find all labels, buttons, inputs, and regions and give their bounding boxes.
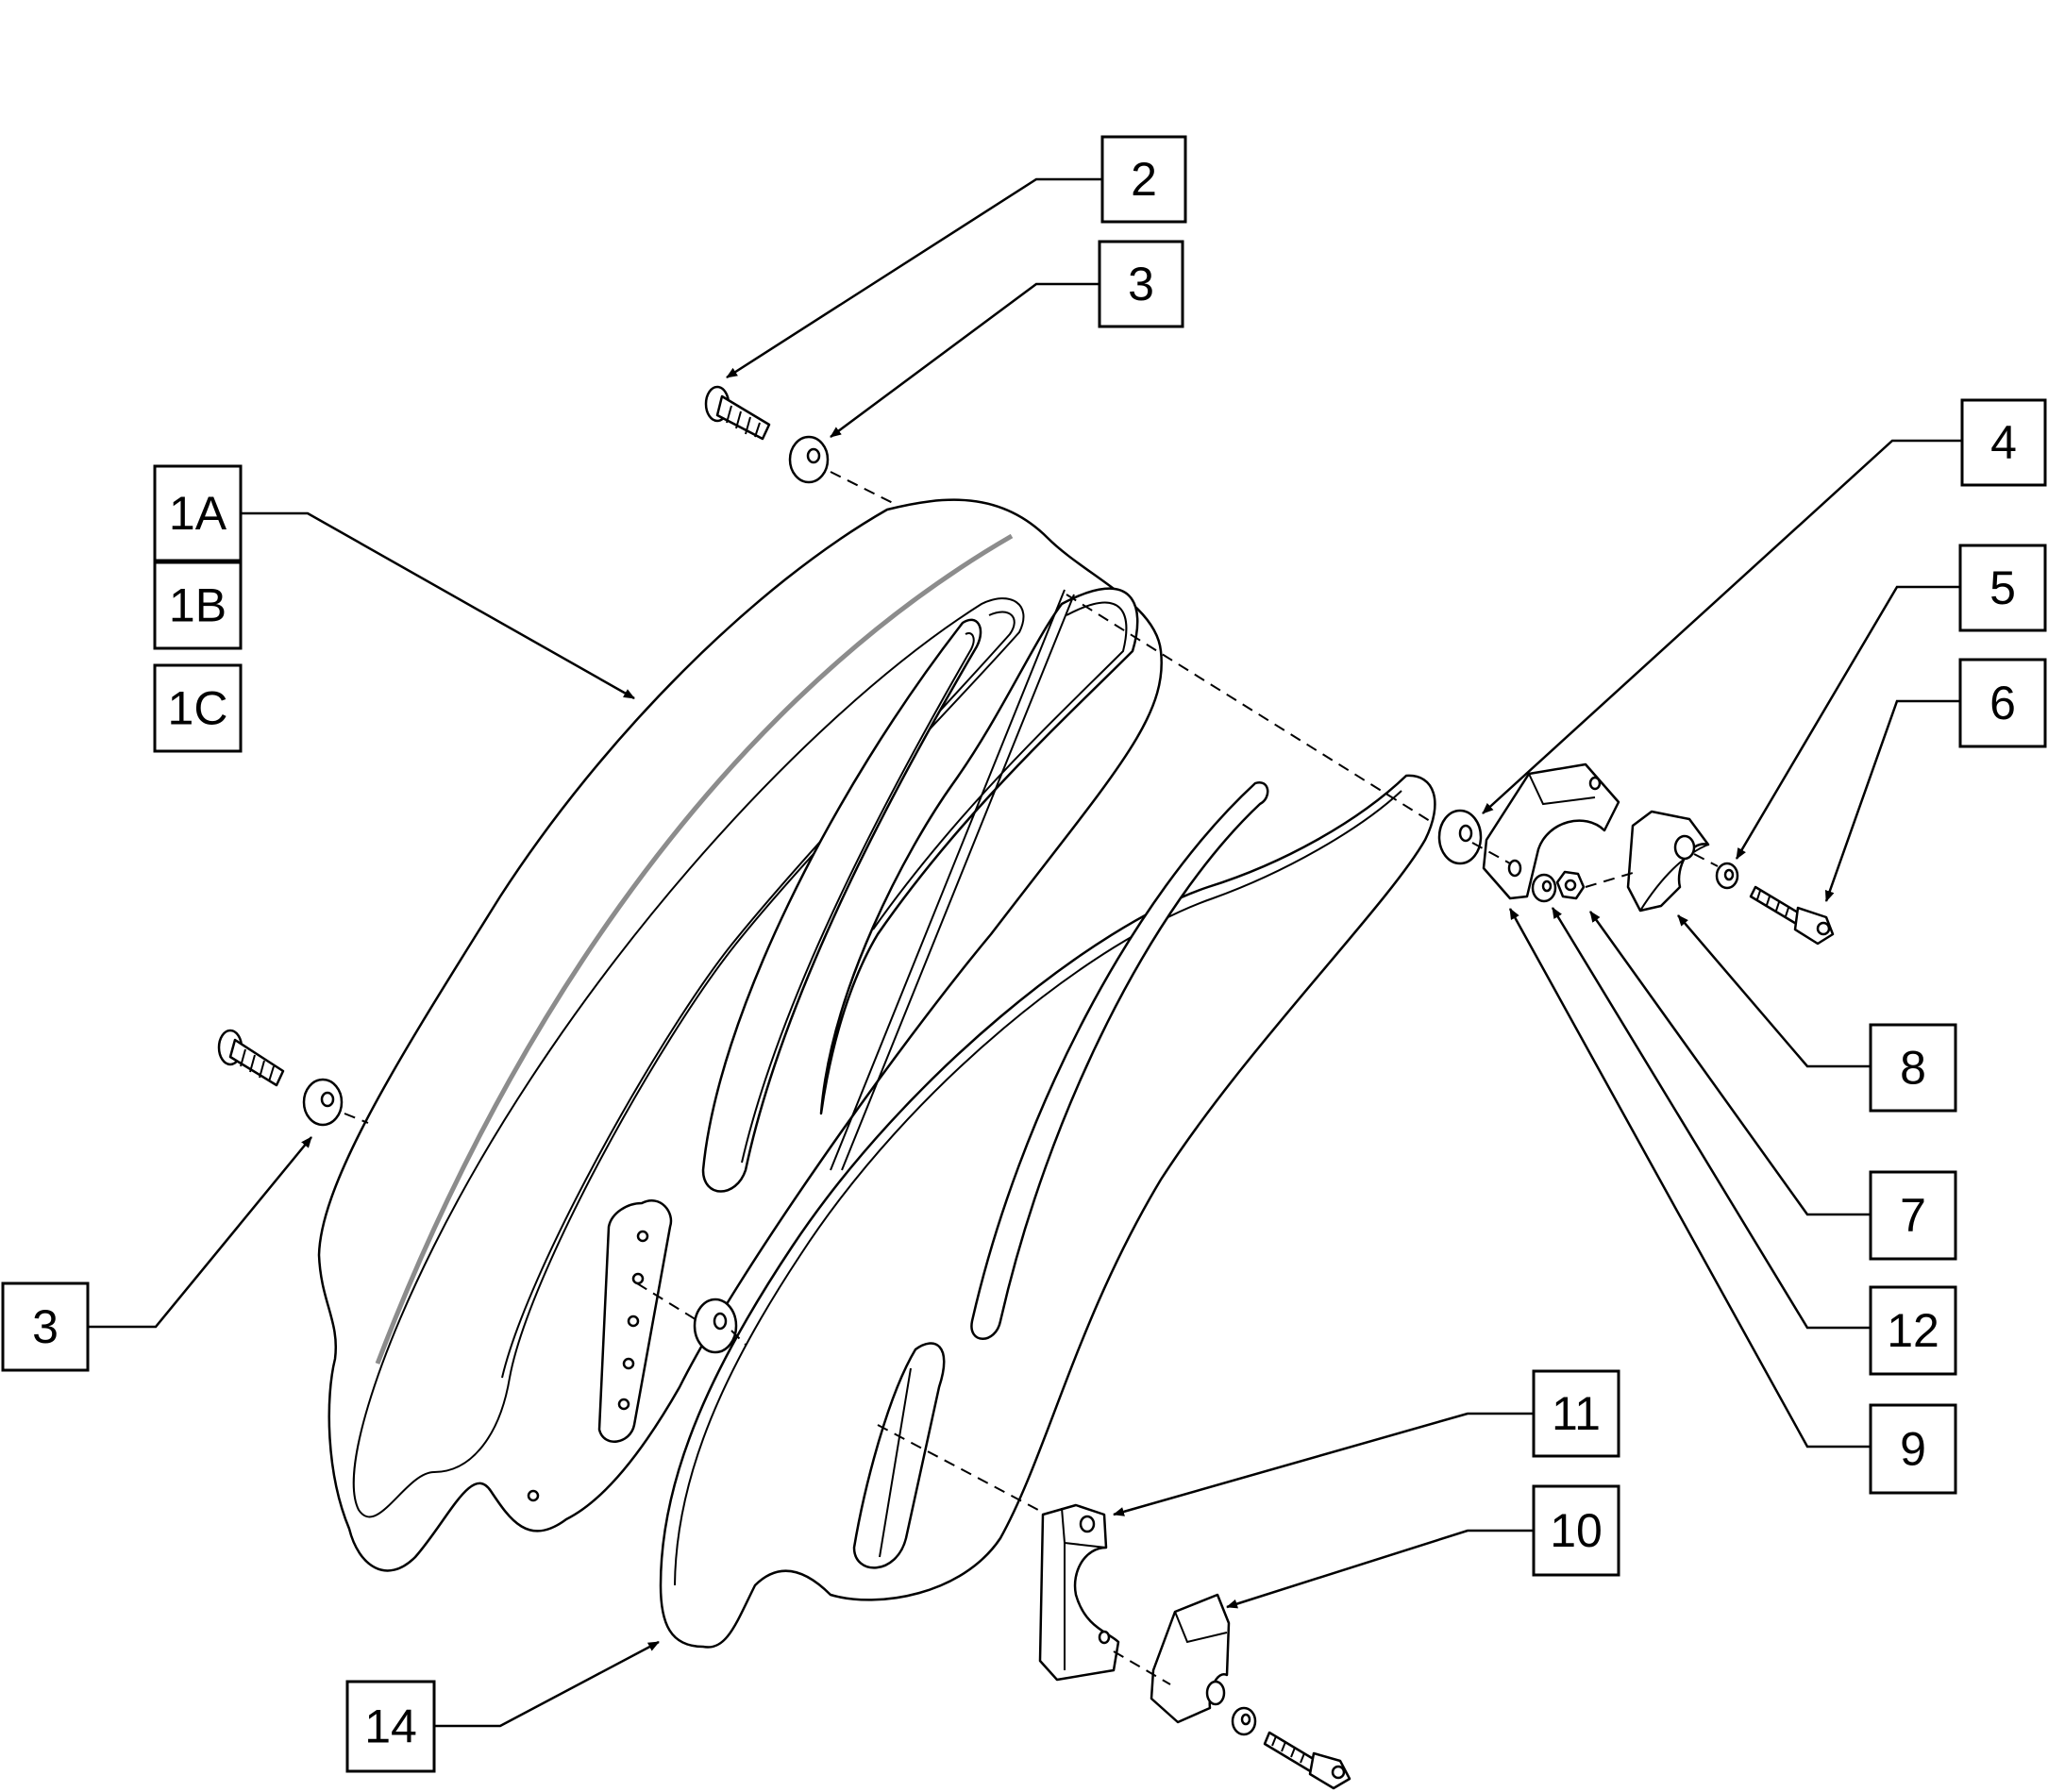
center-lines <box>344 471 1719 1685</box>
fender-part-1 <box>317 498 1163 1572</box>
callout-6: 6 <box>1958 658 2047 748</box>
callout-9-label: 9 <box>1900 1423 1926 1476</box>
washer-part-12 <box>1531 873 1557 903</box>
callout-11-label: 11 <box>1552 1387 1601 1440</box>
callout-3-top-label: 3 <box>1128 258 1154 310</box>
callout-8-label: 8 <box>1900 1042 1926 1095</box>
callout-12-label: 12 <box>1887 1304 1939 1357</box>
callout-1a: 1A <box>153 464 243 562</box>
washer-part-4 <box>1437 809 1483 865</box>
callout-5-label: 5 <box>1989 561 2016 614</box>
callout-10: 10 <box>1532 1484 1620 1577</box>
callout-5: 5 <box>1958 544 2047 632</box>
washer-part-3-top <box>788 435 830 484</box>
callout-11: 11 <box>1532 1369 1620 1458</box>
clamp-part-11 <box>1038 1503 1120 1682</box>
callout-6-label: 6 <box>1989 677 2016 729</box>
callout-14: 14 <box>345 1680 436 1773</box>
callout-2-label: 2 <box>1131 153 1157 206</box>
callout-12: 12 <box>1869 1285 1957 1376</box>
callout-2: 2 <box>1100 135 1187 224</box>
callout-9: 9 <box>1869 1403 1957 1495</box>
nut-part-7 <box>1555 870 1586 900</box>
callout-1c-label: 1C <box>168 682 228 735</box>
callout-14-label: 14 <box>364 1700 417 1753</box>
callout-1b: 1B <box>153 561 243 650</box>
leader-lines <box>88 177 1962 1728</box>
callout-1a-label: 1A <box>169 487 227 540</box>
side-guard-part-14 <box>659 774 1436 1649</box>
clamp-part-10 <box>1150 1593 1231 1724</box>
callout-4: 4 <box>1960 398 2047 487</box>
callout-1c: 1C <box>153 663 243 753</box>
spacer-washer <box>693 1298 738 1354</box>
clamp-half-part-9 <box>1482 762 1620 900</box>
callout-3-top: 3 <box>1098 240 1184 328</box>
callout-10-label: 10 <box>1550 1504 1603 1557</box>
screw-part-2 <box>704 385 771 441</box>
callout-8: 8 <box>1869 1023 1957 1113</box>
callout-3-left-label: 3 <box>32 1300 59 1353</box>
bolt-part-6 <box>1749 885 1835 946</box>
callout-7-label: 7 <box>1900 1189 1926 1242</box>
bolt-lower <box>1263 1731 1351 1790</box>
callout-7: 7 <box>1869 1170 1957 1261</box>
washer-part-5 <box>1715 862 1739 890</box>
screw-part-3-left-screw <box>217 1029 285 1087</box>
washer-part-3-left <box>302 1078 344 1127</box>
callout-1b-label: 1B <box>169 579 227 632</box>
washer-lower <box>1231 1706 1257 1736</box>
clamp-half-part-8 <box>1626 810 1710 913</box>
callout-4-label: 4 <box>1990 416 2017 469</box>
callout-3-left: 3 <box>1 1281 90 1372</box>
